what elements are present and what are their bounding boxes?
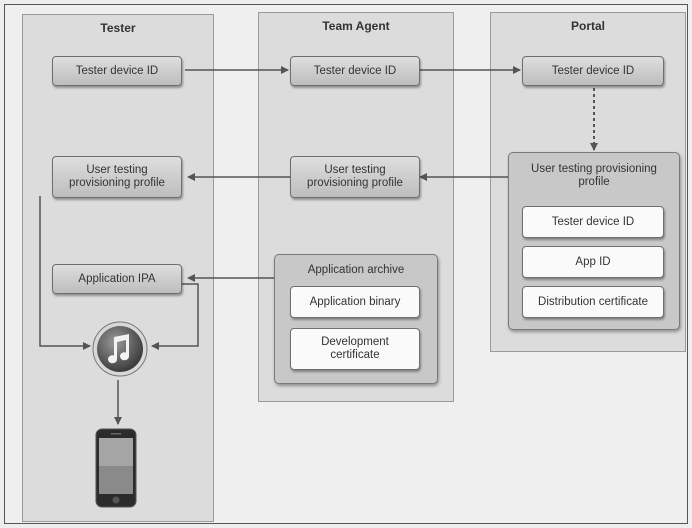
agent-device-id-box: Tester device ID — [290, 56, 420, 86]
lane-title-tester: Tester — [100, 21, 136, 35]
tester-ipa-box: Application IPA — [52, 264, 182, 294]
application-binary-box: Application binary — [290, 286, 420, 318]
distribution-certificate-box: Distribution certificate — [522, 286, 664, 318]
portal-device-id-box: Tester device ID — [522, 56, 664, 86]
arrow-profile-to-itunes — [39, 196, 91, 350]
iphone-icon — [95, 428, 137, 508]
lane-title-portal: Portal — [570, 19, 605, 33]
music-note-icon — [92, 321, 148, 377]
development-certificate-box: Development certificate — [290, 328, 420, 370]
arrow-ipa-to-itunes — [151, 283, 199, 350]
lane-title-team-agent: Team Agent — [322, 19, 390, 33]
portal-profile-title: User testing provisioning profile — [531, 163, 657, 188]
tester-profile-box: User testing provisioning profile — [52, 156, 182, 198]
portal-profile-device-id-box: Tester device ID — [522, 206, 664, 238]
app-id-box: App ID — [522, 246, 664, 278]
tester-device-id-box: Tester device ID — [52, 56, 182, 86]
agent-profile-box: User testing provisioning profile — [290, 156, 420, 198]
application-archive-title: Application archive — [307, 264, 405, 276]
